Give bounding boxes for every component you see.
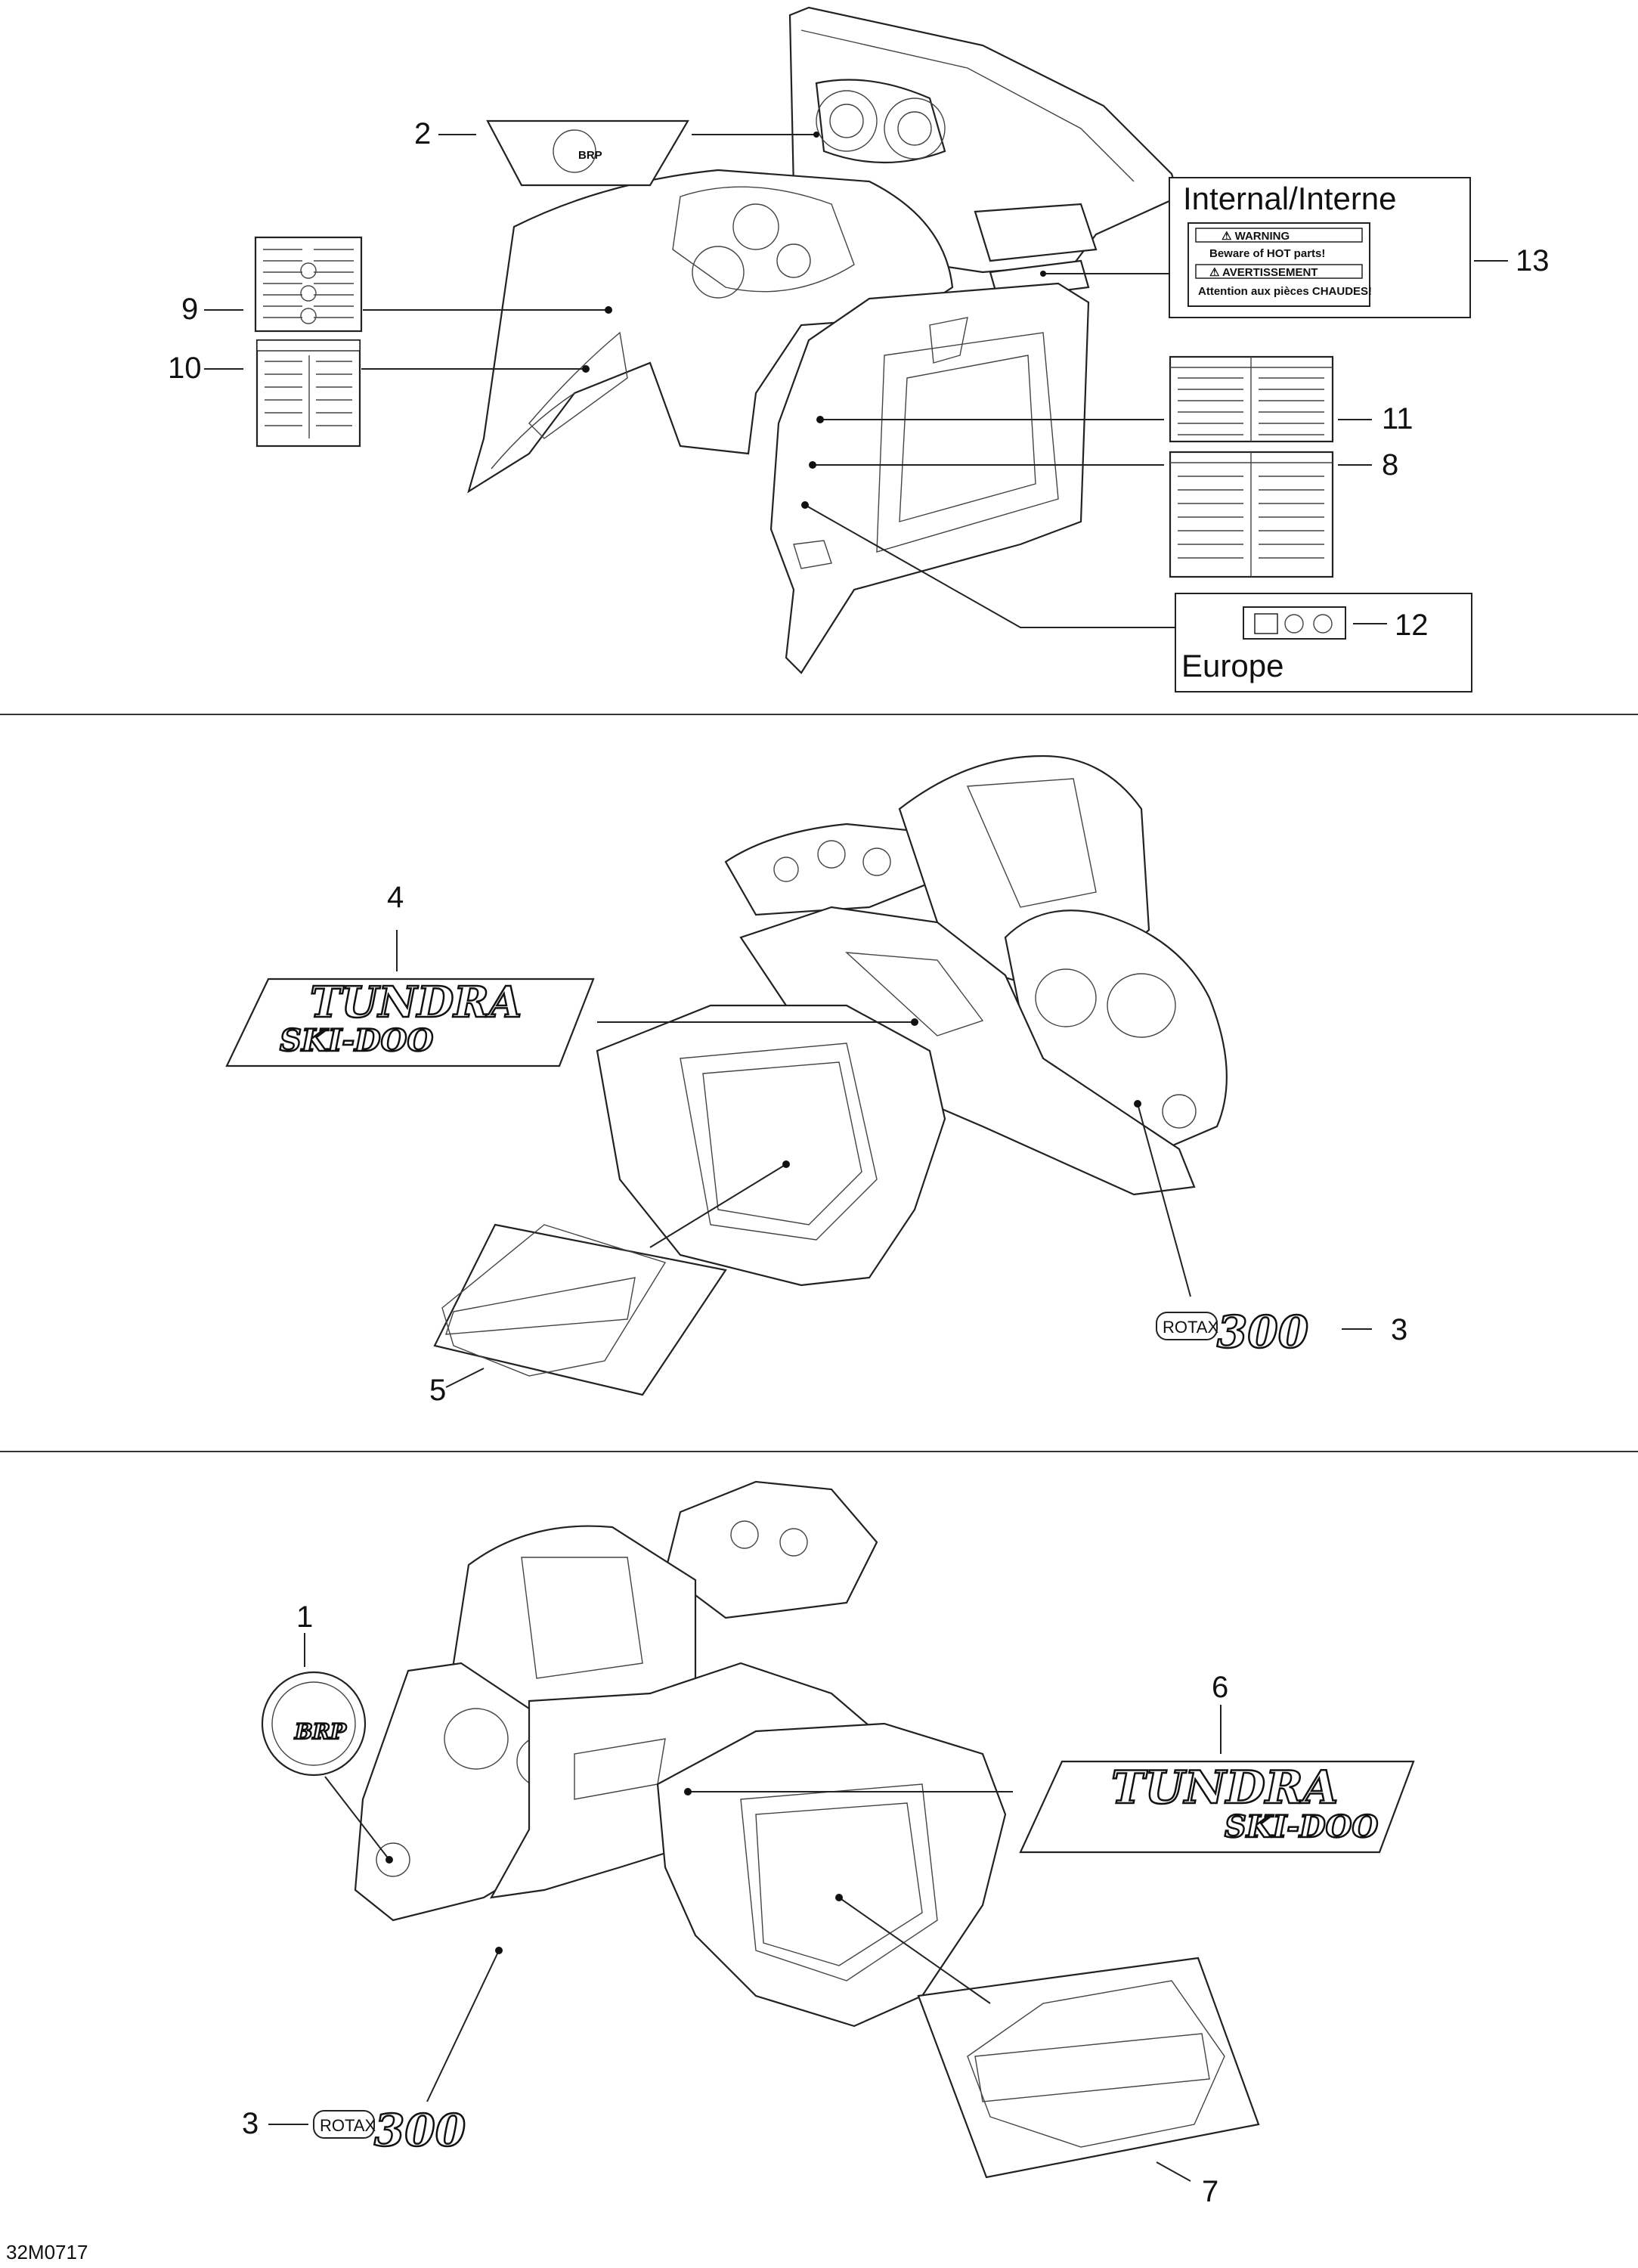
callout-3-a: 3 (1391, 1313, 1407, 1346)
leader-dots-section-3 (386, 1788, 843, 1954)
leader-lines-section-2 (396, 930, 1372, 1388)
leader-lines-section-3 (268, 1633, 1222, 2182)
warning-header-text: ⚠ WARNING (1222, 230, 1290, 243)
decal-3-rotax-decal-a: ROTAX 300 (1156, 1306, 1309, 1359)
skidoo-text-2: SKI-DOO (1225, 1809, 1378, 1845)
decal-4-tundra-decal: TUNDRA SKI-DOO (225, 977, 595, 1067)
decal-7-panel-decal (917, 1957, 1260, 2179)
decal-11-warning-label (1169, 355, 1334, 443)
leader-lines-section-1 (204, 134, 1508, 628)
rotax-number-b: 300 (374, 2105, 466, 2156)
callout-13: 13 (1516, 244, 1550, 277)
leader-dots-section-2 (782, 1018, 1141, 1168)
rotax-text-b: ROTAX (320, 2116, 376, 2135)
decal-6-tundra-decal: TUNDRA SKI-DOO (1019, 1761, 1415, 1854)
skidoo-text-1: SKI-DOO (280, 1023, 433, 1058)
callout-1: 1 (296, 1600, 313, 1634)
tundra-text-1: TUNDRA (310, 978, 522, 1027)
callout-8: 8 (1382, 448, 1398, 482)
decal-10-warning-label (255, 339, 361, 448)
internal-box-title: Internal/Interne (1183, 181, 1397, 216)
callout-4: 4 (387, 881, 404, 914)
decal-3-rotax-decal-b: ROTAX 300 (313, 2104, 466, 2157)
callout-6: 6 (1212, 1671, 1228, 1704)
hood-assembly-bottom (354, 1480, 1007, 2028)
leader-dots-section-1 (582, 132, 1046, 509)
decal-9-warning-label (254, 236, 363, 333)
hood-assembly-middle (596, 754, 1228, 1287)
decal-8-warning-label (1169, 451, 1334, 578)
avertissement-header-text: ⚠ AVERTISSEMENT (1209, 266, 1318, 279)
tundra-text-2: TUNDRA (1111, 1761, 1338, 1814)
callout-7: 7 (1202, 2175, 1218, 2208)
decal-2-gauge-decal: BRP (486, 119, 689, 187)
internal-box: Internal/Interne ⚠ WARNING Beware of HOT… (1169, 177, 1471, 318)
callout-9: 9 (181, 293, 198, 326)
europe-box-title: Europe (1181, 648, 1283, 683)
decal-5-panel-decal (433, 1223, 727, 1396)
callout-3-b: 3 (242, 2107, 259, 2140)
figure-reference: 32M0717 (6, 2241, 88, 2263)
rotax-text-a: ROTAX (1163, 1318, 1218, 1337)
brp-text: BRP (578, 149, 602, 162)
decal-1-brp-emblem: BRP (261, 1671, 367, 1777)
callout-11: 11 (1382, 402, 1414, 435)
europe-box: Europe (1175, 593, 1472, 692)
brp-emblem-text: BRP (294, 1719, 347, 1744)
warning-body-text: Beware of HOT parts! (1209, 247, 1325, 260)
hood-assembly-top (467, 6, 1181, 674)
callout-2: 2 (414, 117, 431, 150)
callout-10: 10 (168, 352, 202, 385)
callout-5: 5 (429, 1374, 446, 1407)
callout-12: 12 (1395, 609, 1429, 642)
rotax-number-a: 300 (1217, 1306, 1308, 1358)
avertissement-body-text: Attention aux pièces CHAUDES! (1198, 285, 1372, 298)
